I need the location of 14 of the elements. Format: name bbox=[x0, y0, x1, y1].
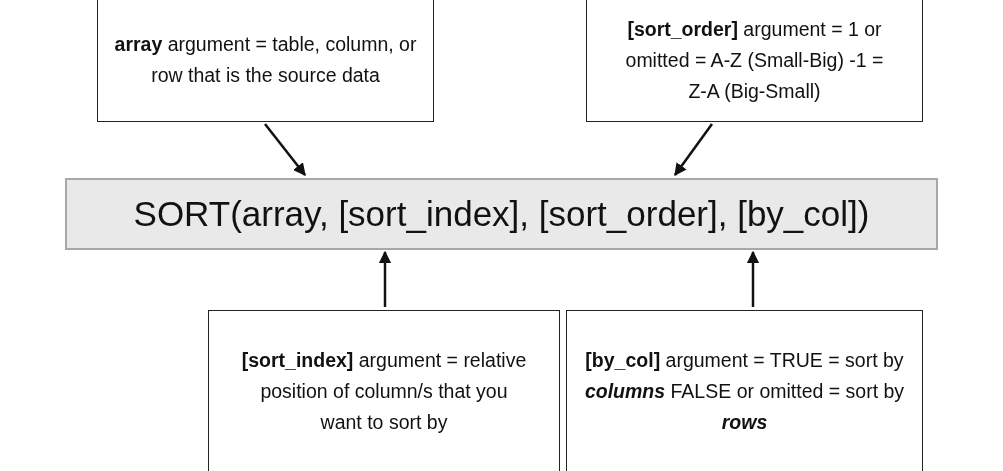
callout-box bbox=[208, 310, 560, 471]
callout-text: [sort_index] argument = relative position of column/s that you want to sort by bbox=[240, 348, 528, 435]
callout-text: [sort_order] argument = 1 or omitted = A-Z (Small-Big) -1 = Z-A (Big-Small) bbox=[624, 16, 885, 104]
arrow bbox=[264, 123, 306, 176]
callout-box bbox=[586, 0, 923, 122]
arrow bbox=[378, 250, 392, 307]
arrow bbox=[746, 250, 760, 307]
arrow bbox=[674, 123, 713, 176]
formula-box bbox=[65, 178, 938, 250]
callout-text: array argument = table, column, or row that is the source data bbox=[113, 32, 418, 88]
callout-box bbox=[97, 0, 434, 122]
callout-box bbox=[566, 310, 923, 471]
callout-text: [by_col] argument = TRUE = sort by columns FALSE or omitted = sort by rows bbox=[583, 348, 906, 435]
formula-text: SORT(array, [sort_index], [sort_order], [by_col]) bbox=[133, 194, 870, 234]
